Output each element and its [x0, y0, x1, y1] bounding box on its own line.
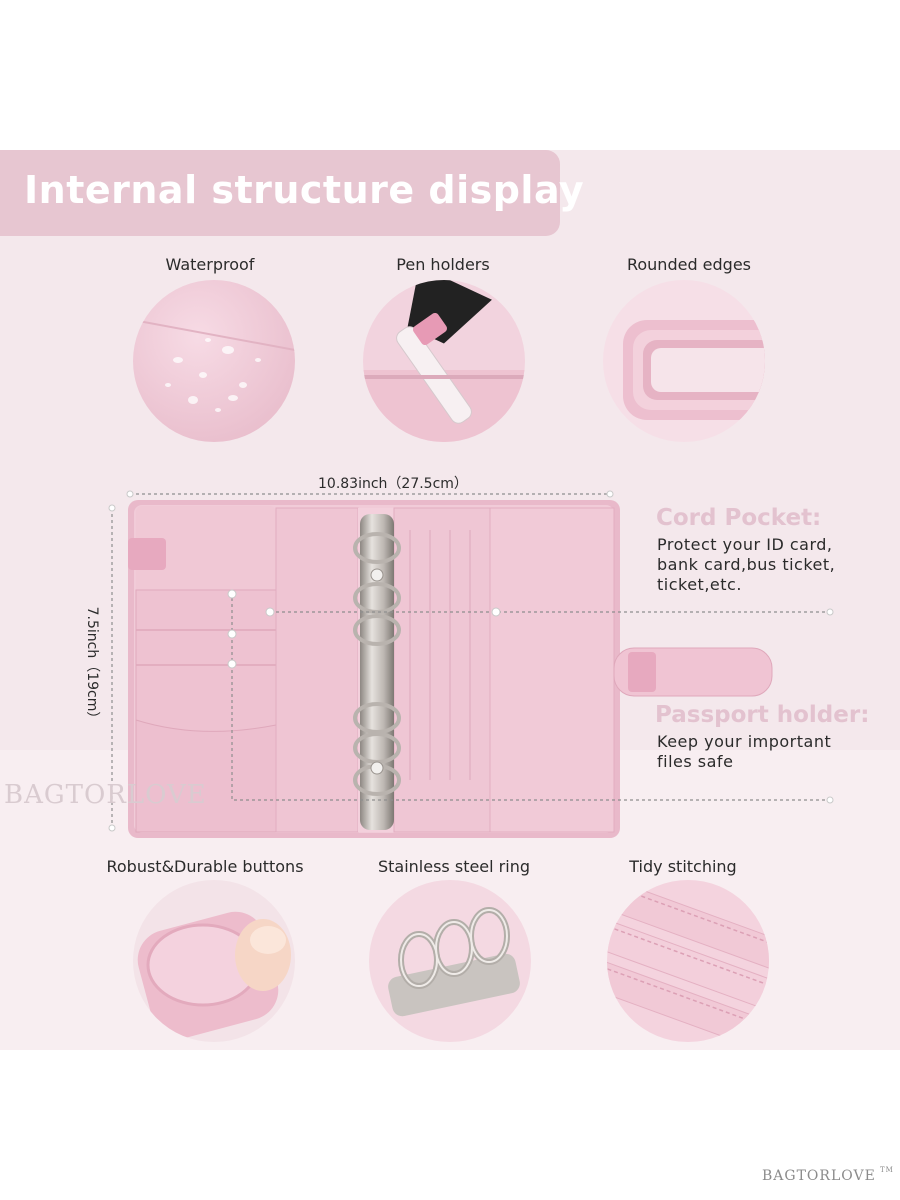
passport-holder-line: Keep your important — [657, 732, 832, 751]
passport-holder-line: files safe — [657, 752, 734, 771]
passport-holder-description: Keep your important files safe — [657, 732, 831, 772]
height-dimension-label: 7.5inch（19cm） — [84, 606, 100, 726]
passport-holder-title: Passport holder: — [655, 702, 870, 728]
button-strap-image — [133, 880, 295, 1042]
cord-pocket-line: Protect your ID card, — [657, 535, 833, 554]
steel-ring-image — [369, 880, 531, 1042]
feature-label-waterproof: Waterproof — [165, 255, 255, 274]
cord-pocket-line: ticket,etc. — [657, 575, 742, 594]
title-banner — [0, 150, 560, 236]
cord-pocket-description: Protect your ID card, bank card,bus tick… — [657, 535, 835, 595]
feature-label-stitching: Tidy stitching — [629, 857, 737, 876]
feature-label-rounded-edges: Rounded edges — [626, 255, 752, 274]
watermark-tm: TM — [880, 1166, 894, 1174]
cord-pocket-line: bank card,bus ticket, — [657, 555, 836, 574]
cord-pocket-title: Cord Pocket: — [656, 505, 822, 531]
stitching-image — [607, 880, 769, 1042]
page-title: Internal structure display — [24, 168, 585, 212]
feature-label-buttons: Robust&Durable buttons — [106, 857, 304, 876]
watermark-left: BAGTORLOVE — [4, 780, 207, 810]
watermark-bottom: BAGTORLOVE — [762, 1168, 876, 1184]
rounded-edge-image — [603, 280, 765, 442]
feature-label-pen-holders: Pen holders — [396, 255, 490, 274]
feature-label-steel-ring: Stainless steel ring — [377, 857, 530, 876]
water-droplets-image — [133, 280, 295, 442]
pen-holder-image — [363, 280, 525, 442]
width-dimension-label: 10.83inch（27.5cm） — [318, 476, 468, 492]
